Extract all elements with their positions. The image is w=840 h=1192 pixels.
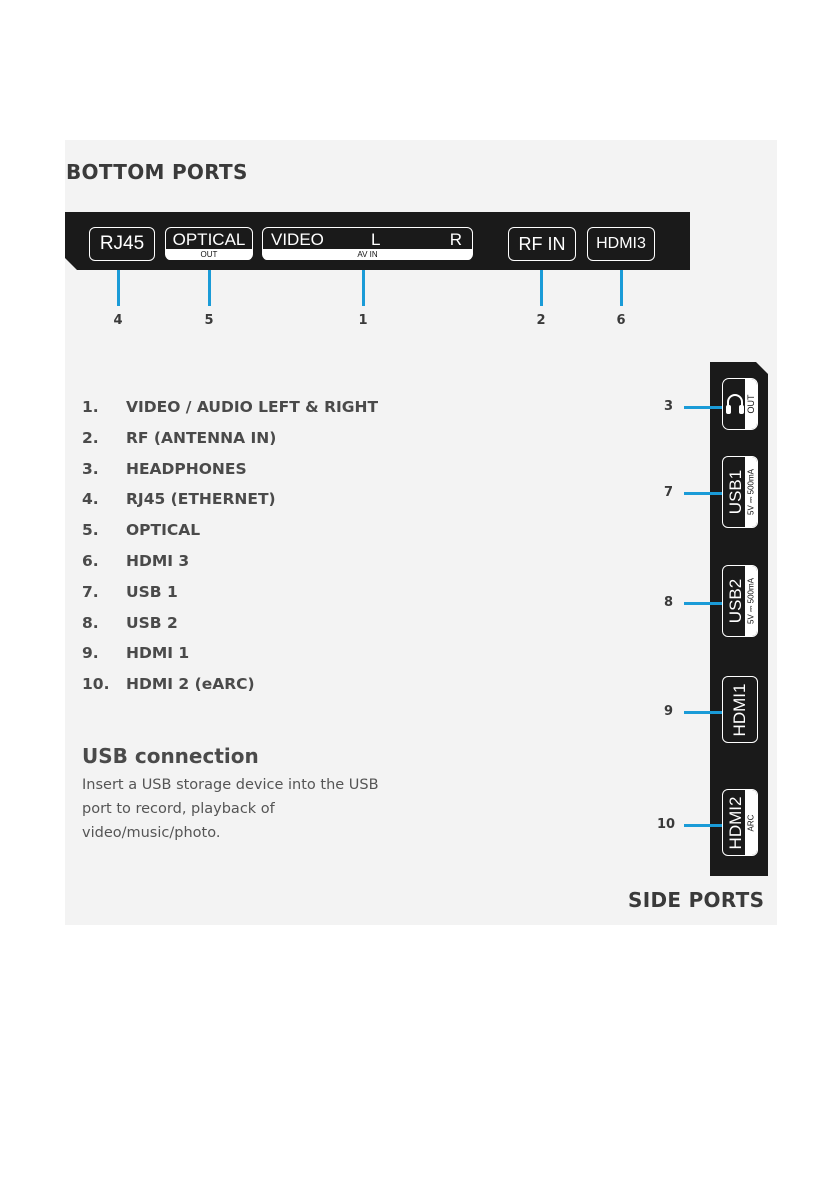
- list-item-label: HDMI 1: [126, 644, 190, 663]
- side-port-strip: [710, 362, 768, 876]
- callout-3: 3: [664, 399, 674, 414]
- rj45-port: RJ45: [89, 227, 155, 261]
- list-item-label: VIDEO / AUDIO LEFT & RIGHT: [126, 398, 379, 416]
- headphone-port: OUT: [722, 378, 758, 430]
- leader-line-hdmi3: [620, 270, 623, 306]
- bottom-ports-heading: BOTTOM PORTS: [66, 160, 248, 184]
- hdmi2-port: HDMI2 ARC: [722, 789, 758, 856]
- hdmi3-port: HDMI3: [587, 227, 655, 261]
- leader-line-optical: [208, 270, 211, 306]
- list-item: 8. USB 2: [82, 612, 378, 643]
- rf-in-label: RF IN: [518, 234, 566, 254]
- callout-5: 5: [204, 313, 214, 328]
- list-item-number: 5.: [82, 521, 99, 540]
- leader-line-hdmi2: [684, 824, 722, 827]
- av-in-label: AV IN: [263, 249, 472, 260]
- rj45-port-label: RJ45: [99, 233, 145, 254]
- headphone-out-label: OUT: [746, 394, 756, 414]
- callout-10: 10: [657, 817, 676, 832]
- hdmi3-label: HDMI3: [596, 235, 646, 252]
- usb2-label: USB2: [725, 578, 745, 624]
- callout-4: 4: [113, 313, 123, 328]
- list-item-number: 6.: [82, 551, 99, 570]
- list-item-number: 7.: [82, 582, 99, 601]
- leader-line-rf-in: [540, 270, 543, 306]
- list-item-label: RJ45 (ETHERNET): [126, 490, 276, 509]
- list-item-label: RF (ANTENNA IN): [126, 428, 277, 447]
- bottom-port-strip: [65, 212, 690, 270]
- callout-8: 8: [664, 595, 674, 610]
- callout-7: 7: [664, 485, 674, 500]
- callout-2: 2: [536, 313, 546, 328]
- audio-left-label: L: [371, 230, 381, 249]
- usb-connection-title: USB connection: [82, 744, 259, 768]
- list-item-number: 4.: [82, 490, 99, 509]
- optical-port-label: OPTICAL: [172, 230, 246, 249]
- hdmi2-label: HDMI2: [725, 796, 745, 849]
- list-item-number: 10.: [82, 675, 110, 694]
- leader-line-usb1: [684, 492, 722, 495]
- list-item-label: USB 2: [126, 613, 178, 632]
- usb1-port: USB1 5V ⎓ 500mA: [722, 456, 758, 528]
- usb-connection-description: Insert a USB storage device into the USB…: [82, 777, 379, 841]
- hdmi1-port: HDMI1: [722, 676, 758, 743]
- usb1-rating-label: 5V ⎓ 500mA: [746, 469, 756, 515]
- optical-port: OPTICAL OUT: [165, 227, 253, 260]
- side-ports-heading: SIDE PORTS: [628, 888, 765, 912]
- list-item: 9. HDMI 1: [82, 642, 378, 673]
- hdmi2-arc-label: ARC: [746, 814, 756, 831]
- list-item: 3. HEADPHONES: [82, 458, 378, 489]
- list-item: 5. OPTICAL: [82, 519, 378, 550]
- callout-6: 6: [616, 313, 626, 328]
- usb2-port: USB2 5V ⎓ 500mA: [722, 565, 758, 637]
- callout-9: 9: [664, 704, 674, 719]
- rf-in-port: RF IN: [508, 227, 576, 261]
- list-item-number: 1.: [82, 398, 99, 416]
- list-item: 6. HDMI 3: [82, 550, 378, 581]
- list-item-label: USB 1: [126, 582, 178, 601]
- leader-line-video: [362, 270, 365, 306]
- av-in-port: VIDEO L R AV IN: [262, 227, 473, 260]
- leader-line-hdmi1: [684, 711, 722, 714]
- list-item: 2. RF (ANTENNA IN): [82, 427, 378, 458]
- optical-out-label: OUT: [166, 249, 252, 260]
- leader-line-rj45: [117, 270, 120, 306]
- list-item: 4. RJ45 (ETHERNET): [82, 488, 378, 519]
- list-item-number: 9.: [82, 644, 99, 663]
- leader-line-headphone: [684, 406, 722, 409]
- list-item: 7. USB 1: [82, 581, 378, 612]
- usb2-rating-label: 5V ⎓ 500mA: [746, 578, 756, 624]
- video-label: VIDEO: [271, 230, 324, 249]
- list-item-label: HDMI 2 (eARC): [126, 675, 255, 694]
- list-item-number: 8.: [82, 613, 99, 632]
- list-item-label: OPTICAL: [126, 521, 201, 540]
- headphones-icon: [726, 394, 744, 414]
- usb1-label: USB1: [725, 469, 745, 515]
- list-item-label: HDMI 3: [126, 551, 190, 570]
- diagram-background: [65, 140, 777, 925]
- list-item-number: 2.: [82, 428, 99, 447]
- list-item-label: HEADPHONES: [126, 459, 247, 478]
- list-item-number: 3.: [82, 459, 99, 478]
- hdmi1-label: HDMI1: [730, 683, 749, 736]
- callout-1: 1: [358, 313, 368, 328]
- list-item: 10. HDMI 2 (eARC): [82, 673, 378, 704]
- list-item: 1. VIDEO / AUDIO LEFT & RIGHT: [82, 396, 378, 427]
- audio-right-label: R: [449, 230, 462, 249]
- port-list: 1. VIDEO / AUDIO LEFT & RIGHT 2. RF (ANTENN…: [82, 396, 378, 704]
- leader-line-usb2: [684, 602, 722, 605]
